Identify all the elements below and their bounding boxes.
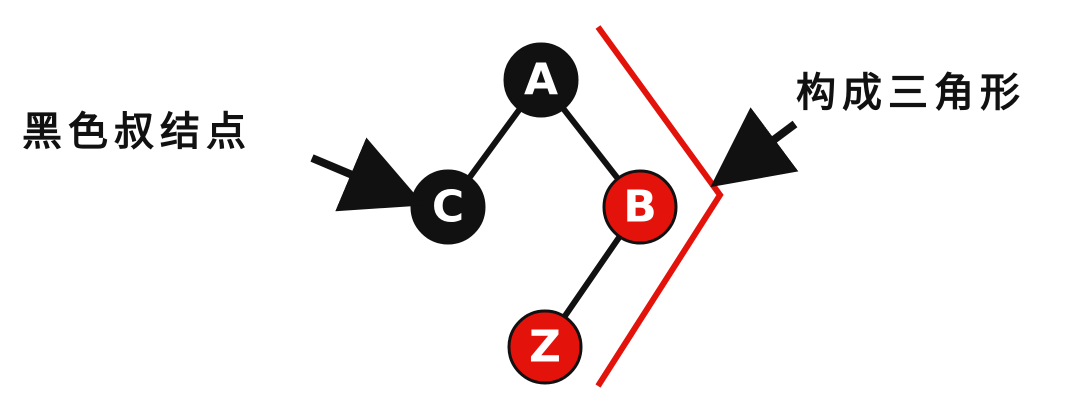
node-b: B: [602, 169, 678, 245]
left-caption: 黑色叔结点: [22, 109, 252, 155]
triangle-bracket: [595, 25, 724, 388]
node-b-label: B: [623, 182, 657, 233]
right-arrow: [710, 107, 799, 188]
node-a: A: [503, 42, 579, 118]
node-z-label: Z: [529, 322, 561, 373]
node-z: Z: [507, 309, 583, 385]
node-c: C: [410, 169, 486, 245]
right-caption: 构成三角形: [796, 70, 1026, 116]
node-c-label: C: [432, 182, 464, 233]
left-arrow: [310, 137, 425, 212]
node-a-label: A: [524, 55, 558, 106]
